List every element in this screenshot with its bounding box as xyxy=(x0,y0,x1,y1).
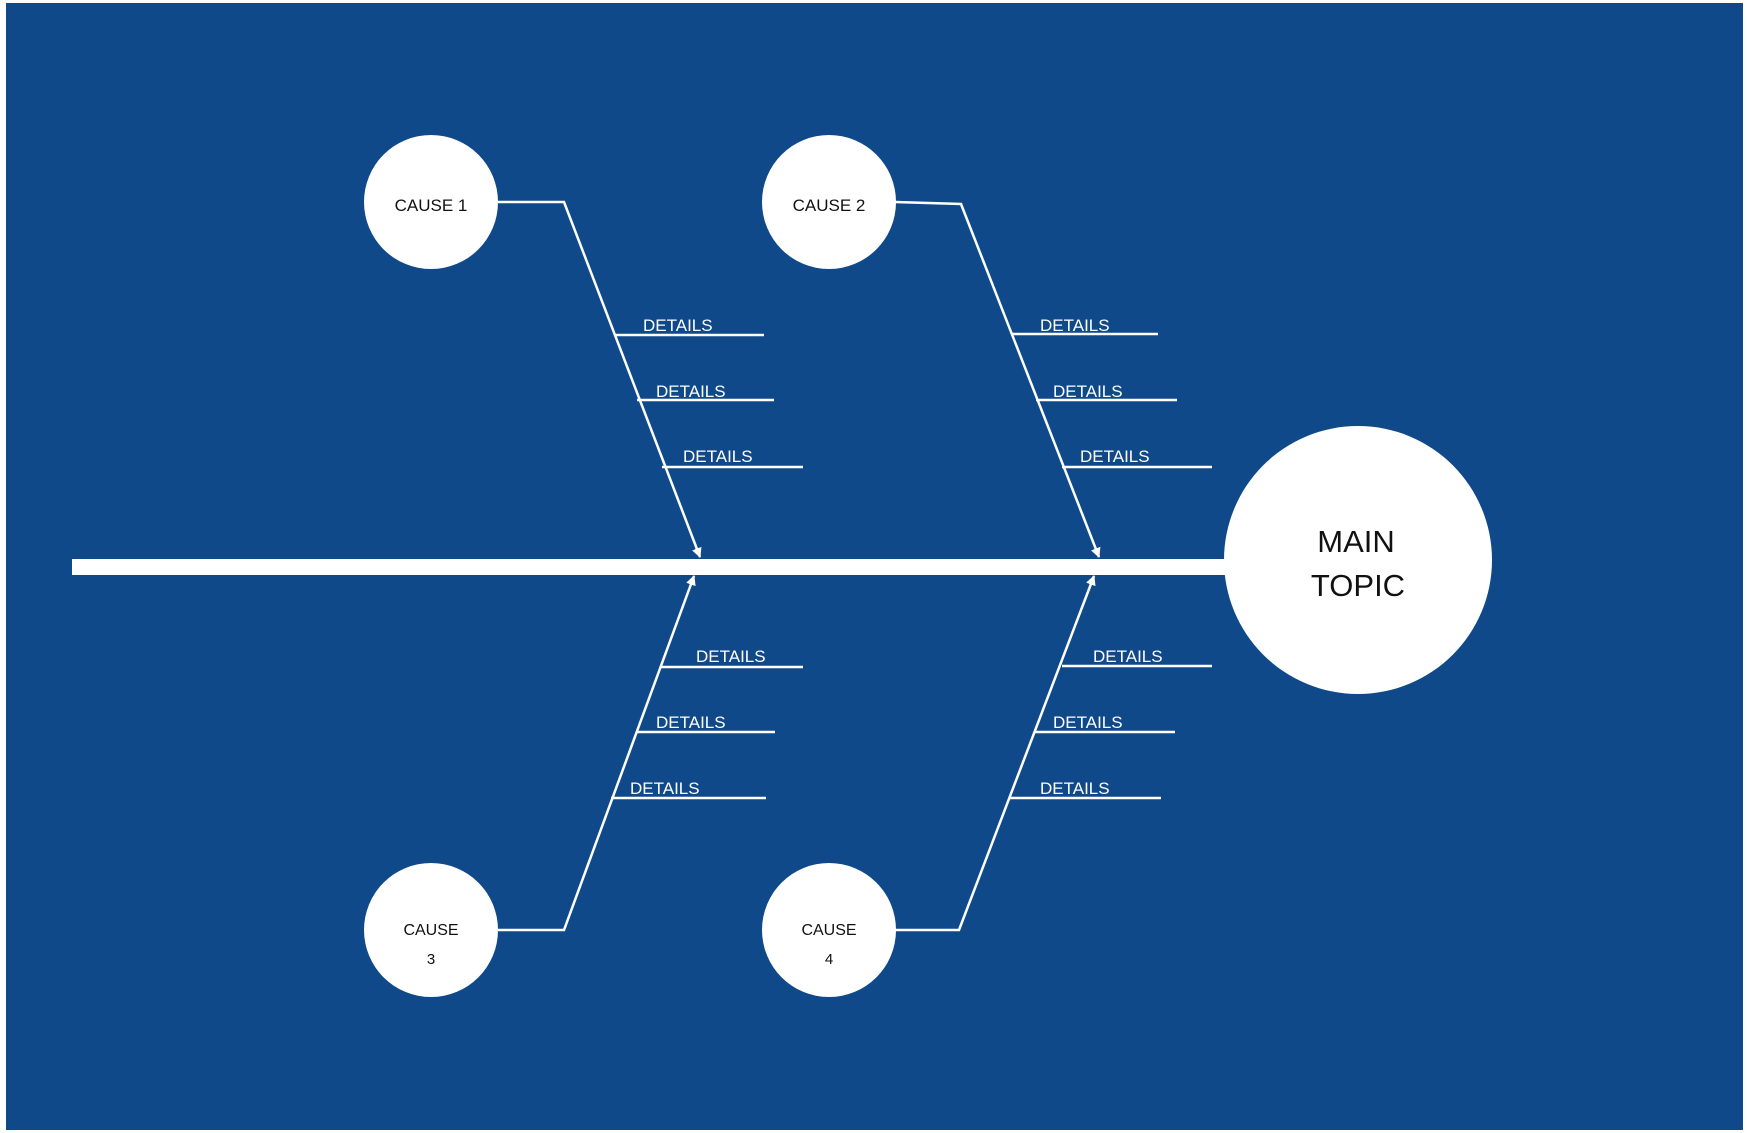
cause-branch-1: CAUSE 1 DETAILS DETAILS DETAILS xyxy=(364,135,803,558)
cause-3-circle xyxy=(364,863,498,997)
main-topic-circle xyxy=(1224,426,1492,694)
cause-1-detail-1: DETAILS xyxy=(643,316,713,335)
cause-3-detail-2: DETAILS xyxy=(656,713,726,732)
cause-3-detail-1: DETAILS xyxy=(696,647,766,666)
main-topic-line2: TOPIC xyxy=(1311,568,1405,603)
cause-1-detail-2: DETAILS xyxy=(656,382,726,401)
cause-1-label: CAUSE 1 xyxy=(395,196,468,215)
cause-branch-3: CAUSE 3 DETAILS DETAILS DETAILS xyxy=(364,575,803,997)
cause-2-label: CAUSE 2 xyxy=(793,196,866,215)
cause-2-detail-3: DETAILS xyxy=(1080,447,1150,466)
cause-3-label-line2: 3 xyxy=(427,951,435,968)
cause-4-detail-1: DETAILS xyxy=(1093,647,1163,666)
cause-4-label-line1: CAUSE xyxy=(801,922,856,939)
cause-4-connector xyxy=(895,575,1096,932)
cause-branch-2: CAUSE 2 DETAILS DETAILS DETAILS xyxy=(762,135,1212,558)
cause-3-detail-3: DETAILS xyxy=(630,779,700,798)
cause-1-detail-3: DETAILS xyxy=(683,447,753,466)
cause-4-detail-2: DETAILS xyxy=(1053,713,1123,732)
main-topic-line1: MAIN xyxy=(1317,524,1395,559)
cause-1-circle xyxy=(364,135,498,269)
cause-4-label-line2: 4 xyxy=(825,951,833,968)
cause-2-detail-1: DETAILS xyxy=(1040,316,1110,335)
main-topic-node: MAIN TOPIC xyxy=(1224,426,1492,694)
cause-2-circle xyxy=(762,135,896,269)
spine-line xyxy=(72,559,1232,575)
cause-2-detail-2: DETAILS xyxy=(1053,382,1123,401)
cause-1-connector xyxy=(498,200,702,558)
cause-3-connector xyxy=(498,575,696,932)
cause-4-circle xyxy=(762,863,896,997)
cause-2-connector xyxy=(894,200,1101,558)
cause-branch-4: CAUSE 4 DETAILS DETAILS DETAILS xyxy=(762,575,1212,997)
cause-3-label-line1: CAUSE xyxy=(403,922,458,939)
cause-4-detail-3: DETAILS xyxy=(1040,779,1110,798)
